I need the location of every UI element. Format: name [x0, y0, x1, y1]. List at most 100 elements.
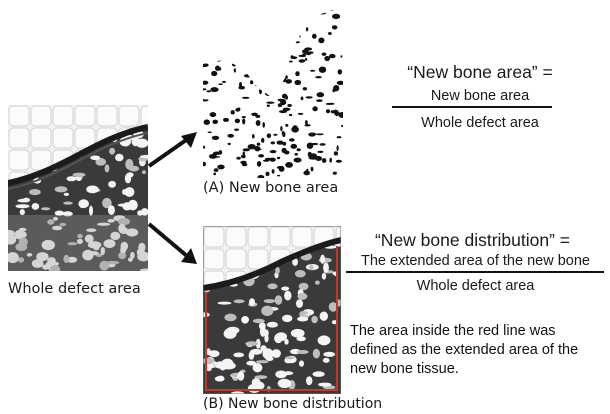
bone-speck-texture [248, 43, 255, 48]
bone-speck-texture [234, 129, 239, 131]
bone-speck-texture [289, 138, 295, 141]
bone-speck-texture [228, 8, 235, 13]
bone-speck-texture [234, 68, 236, 72]
bone-speck-texture [213, 173, 216, 176]
bone-speck-texture [294, 158, 302, 163]
formula-a-denominator: Whole defect area [380, 115, 580, 131]
bone-speck-texture [243, 35, 249, 41]
bone-speck-texture [310, 153, 317, 159]
bone-speck-texture [277, 77, 281, 82]
bone-speck-texture [337, 145, 339, 151]
pore-texture [263, 348, 274, 359]
bone-speck-texture [214, 156, 221, 158]
bone-speck-texture [204, 119, 210, 125]
pore-texture [309, 264, 313, 270]
bone-speck-texture [234, 60, 240, 64]
pore-texture [323, 358, 330, 363]
bone-speck-texture [236, 157, 240, 160]
bone-speck-texture [332, 25, 338, 29]
pore-texture [253, 363, 263, 372]
pore-texture [322, 273, 326, 280]
bone-speck-texture [338, 69, 343, 74]
extended-area-note: The area inside the red line was defined… [350, 322, 608, 379]
pore-texture [297, 350, 309, 354]
bone-speck-texture [329, 158, 332, 163]
new-bone-area-micrograph [203, 8, 343, 178]
bone-speck-texture [259, 51, 264, 53]
bone-speck-texture [279, 38, 281, 44]
bone-speck-texture [322, 53, 327, 56]
bone-speck-texture [294, 153, 298, 156]
arrow-down-right-icon [145, 220, 205, 266]
bone-speck-texture [287, 54, 290, 57]
bone-speck-texture [277, 157, 280, 159]
pore-texture [323, 352, 335, 357]
pore-texture [206, 348, 210, 355]
bone-speck-texture [315, 76, 322, 78]
bone-speck-texture [249, 26, 257, 31]
bone-speck-texture [219, 67, 222, 70]
pore-texture [115, 154, 124, 161]
formula-b-fraction-bar [346, 271, 604, 273]
bone-speck-texture [210, 37, 215, 39]
bone-speck-texture [294, 80, 301, 85]
pore-texture [64, 193, 69, 196]
pore-texture [300, 311, 308, 315]
bone-speck-texture [235, 119, 240, 124]
bone-speck-texture [225, 55, 229, 57]
formula-a-title: “New bone area” = [380, 62, 580, 83]
bone-speck-texture [288, 61, 293, 63]
bone-speck-texture [334, 151, 338, 155]
pore-texture [285, 356, 295, 359]
bone-speck-texture [299, 59, 306, 62]
pore-texture [253, 319, 265, 323]
new-bone-distribution-image [203, 226, 341, 394]
pore-texture [206, 367, 212, 371]
pore-texture [267, 283, 277, 289]
bone-speck-texture [317, 92, 325, 97]
bone-speck-texture [306, 8, 311, 14]
pore-texture [18, 199, 30, 203]
bone-speck-texture [223, 118, 229, 122]
bone-speck-texture [213, 152, 221, 156]
bone-speck-texture [293, 41, 300, 43]
pore-texture [125, 159, 133, 170]
bone-speck-texture [255, 85, 262, 87]
pore-texture [261, 306, 273, 316]
bone-speck-texture [277, 166, 284, 169]
bone-speck-texture [270, 27, 278, 30]
bone-speck-texture [259, 88, 262, 94]
bone-speck-texture [262, 122, 265, 128]
bone-speck-texture [255, 24, 259, 28]
bone-speck-texture [281, 22, 288, 27]
bone-speck-texture [207, 52, 212, 57]
bone-speck-texture [289, 114, 292, 116]
pore-texture [313, 371, 325, 377]
bone-speck-texture [273, 32, 279, 38]
pore-texture [296, 336, 306, 341]
bone-speck-texture [261, 138, 264, 143]
bone-speck-texture [210, 112, 217, 117]
pore-texture [281, 287, 289, 291]
bone-speck-texture [291, 31, 299, 35]
bone-speck-texture [283, 10, 286, 15]
arrow-up-right-icon [145, 130, 205, 170]
bone-speck-texture [236, 37, 238, 40]
bone-speck-texture [332, 14, 340, 19]
pore-texture [136, 140, 141, 144]
bone-speck-texture [310, 70, 315, 72]
pore-texture [278, 379, 292, 388]
bone-speck-texture [267, 133, 271, 138]
formula-a-numerator: New bone area [380, 88, 580, 104]
bone-speck-texture [280, 49, 283, 52]
bone-speck-texture [306, 96, 313, 98]
pore-texture [274, 334, 283, 343]
bone-speck-texture [265, 90, 272, 96]
bone-speck-texture [279, 71, 285, 74]
pore-texture [323, 263, 329, 273]
bone-speck-texture [265, 158, 273, 161]
bone-speck-texture [287, 104, 292, 107]
bone-speck-texture [226, 47, 229, 50]
bone-speck-texture [251, 113, 258, 116]
bone-speck-texture [291, 144, 298, 149]
